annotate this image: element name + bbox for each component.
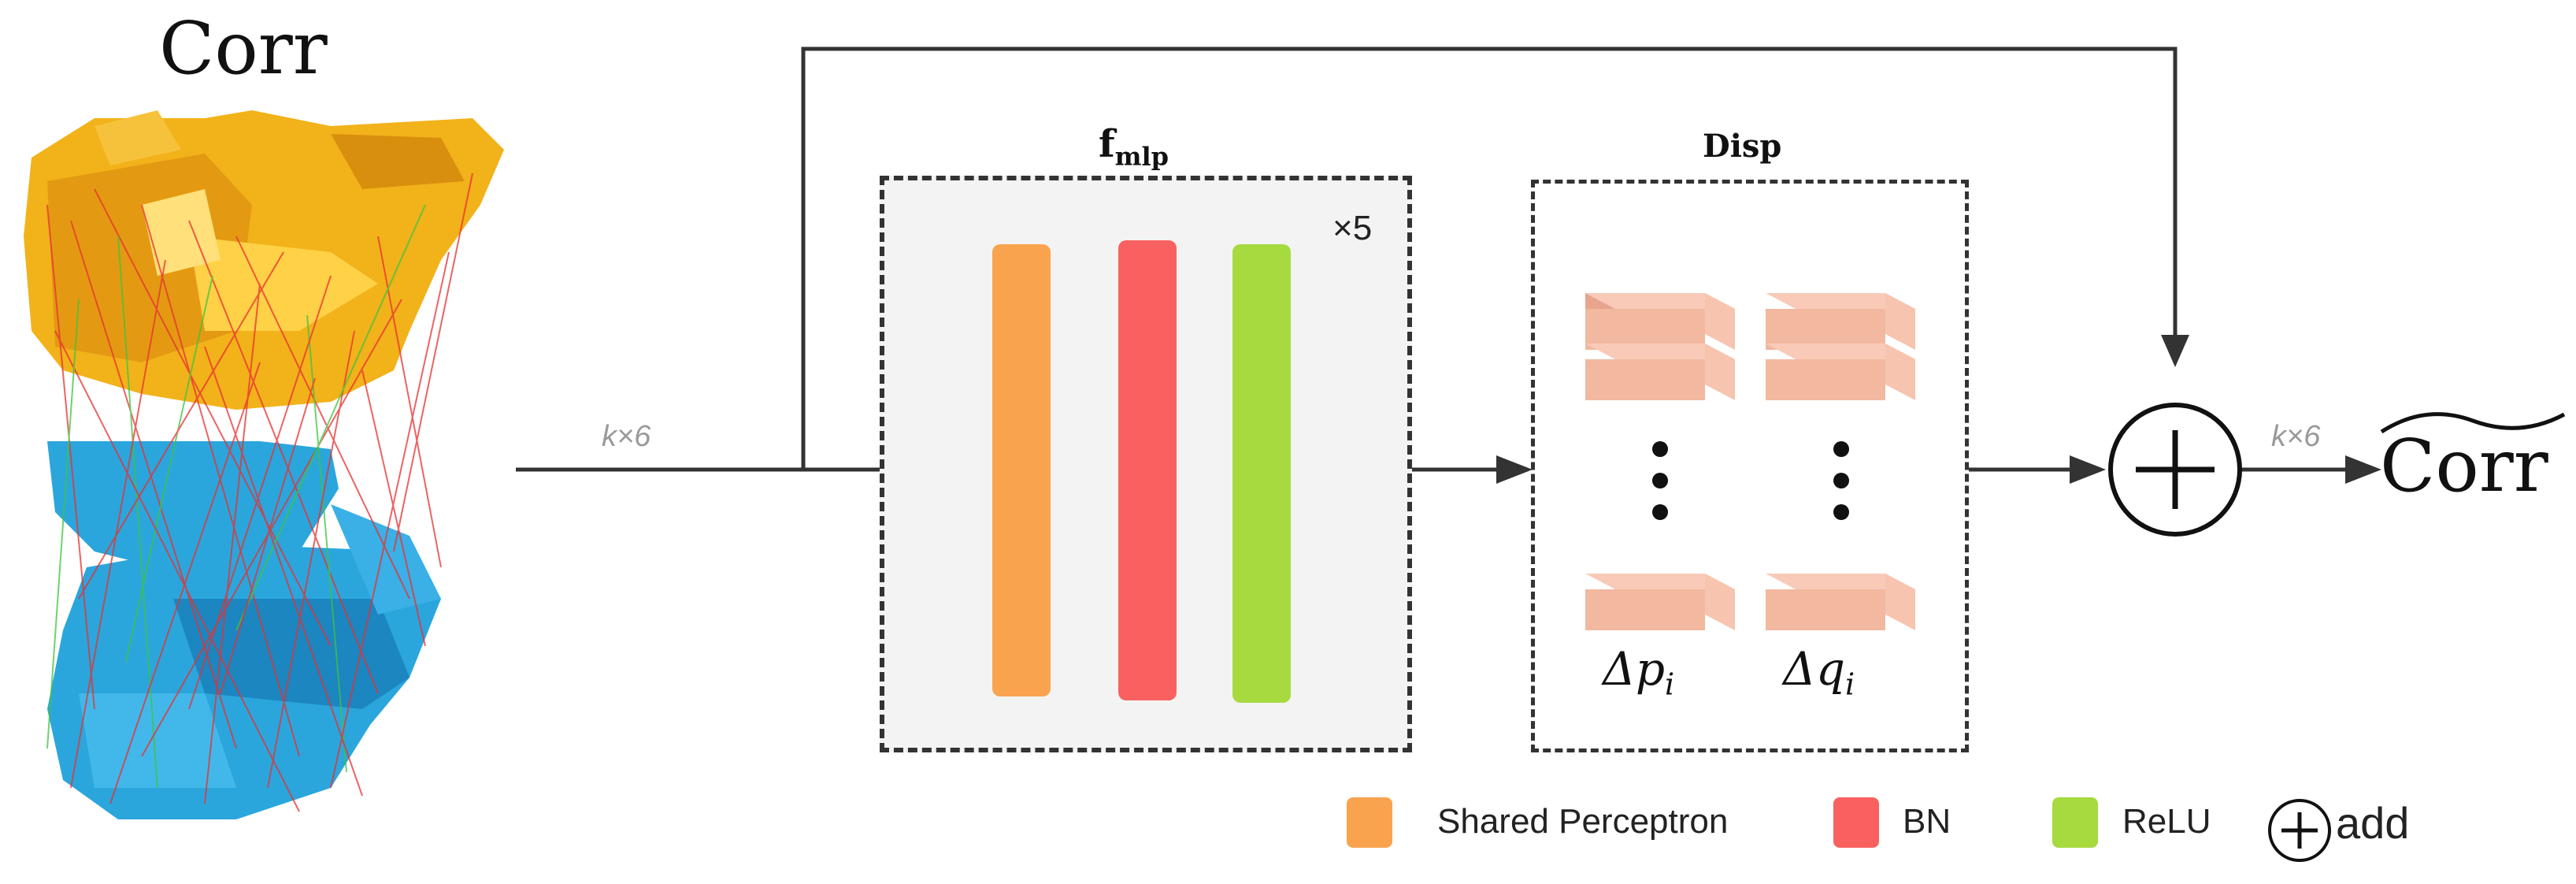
disp-label: Disp	[1703, 128, 1782, 165]
repeat-count: ×5	[1332, 209, 1373, 247]
disp-blocks-q	[1766, 293, 1915, 630]
input-dim-label: k×6	[602, 420, 651, 453]
arrow-into-disp	[1496, 455, 1533, 484]
correspondence-lines	[46, 173, 473, 812]
legend-swatch-relu	[2052, 797, 2098, 848]
output-corr-label: Corr	[2380, 424, 2548, 508]
legend-label-add: add	[2336, 798, 2410, 848]
point-cloud-illustration	[24, 110, 504, 819]
disp-blocks-p	[1585, 293, 1735, 630]
legend: Shared Perceptron BN ReLU add	[1347, 796, 2449, 867]
legend-label-bn: BN	[1903, 802, 1951, 841]
legend-swatch-shared-perceptron	[1347, 797, 1392, 848]
output-tilde	[2380, 412, 2566, 434]
delta-q-label: Δqi	[1783, 642, 1855, 702]
output-dim-label: k×6	[2271, 420, 2321, 453]
source-point-cloud	[24, 110, 504, 410]
legend-add-icon	[2268, 799, 2331, 862]
bn-bar	[1118, 240, 1177, 700]
fmlp-label: fmlp	[1099, 122, 1169, 172]
relu-bar	[1232, 244, 1291, 703]
disp-box	[1531, 180, 1969, 752]
legend-swatch-bn	[1833, 797, 1879, 848]
arrow-skip-down	[2161, 335, 2189, 367]
skip-connection	[801, 46, 2178, 470]
add-operator	[2108, 403, 2242, 537]
input-corr-label: Corr	[159, 6, 328, 91]
shared-perceptron-bar	[992, 244, 1051, 696]
fmlp-subscript: mlp	[1114, 141, 1169, 172]
delta-p-label: Δpi	[1603, 642, 1675, 702]
legend-label-relu: ReLU	[2122, 802, 2211, 841]
arrow-into-add	[2070, 455, 2106, 484]
legend-label-shared-perceptron: Shared Perceptron	[1437, 802, 1729, 841]
arrow-out	[2345, 455, 2381, 484]
